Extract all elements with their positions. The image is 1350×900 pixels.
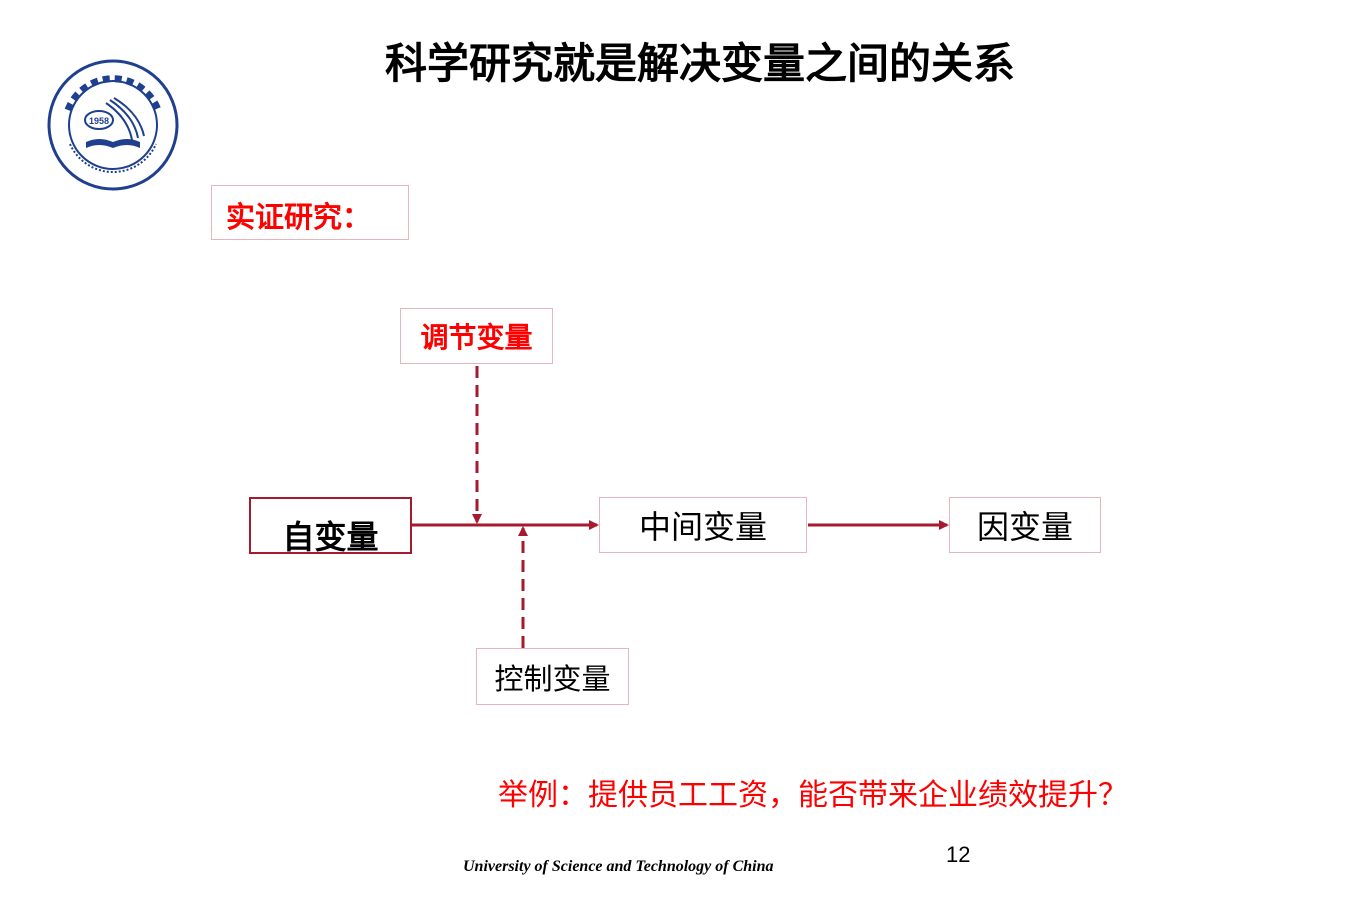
section-label-empirical-research: 实证研究： bbox=[211, 185, 409, 240]
page-number: 12 bbox=[946, 842, 971, 867]
logo-ring-en-text bbox=[69, 143, 157, 174]
logo-book-icon bbox=[86, 139, 140, 148]
logo-year: 1958 bbox=[89, 116, 109, 126]
logo-ring-cn-text bbox=[64, 75, 162, 112]
university-logo: 1958 bbox=[47, 59, 179, 191]
node-control-variable: 控制变量 bbox=[476, 648, 629, 705]
node-dependent-variable: 因变量 bbox=[949, 497, 1101, 553]
example-question: 举例：提供员工工资，能否带来企业绩效提升？ bbox=[498, 778, 1128, 813]
footer-university-name: University of Science and Technology of … bbox=[463, 858, 774, 875]
node-mediator-variable: 中间变量 bbox=[599, 497, 807, 553]
node-moderator-variable: 调节变量 bbox=[400, 308, 553, 364]
slide-title: 科学研究就是解决变量之间的关系 bbox=[384, 39, 1015, 88]
node-independent-variable: 自变量 bbox=[249, 497, 412, 556]
